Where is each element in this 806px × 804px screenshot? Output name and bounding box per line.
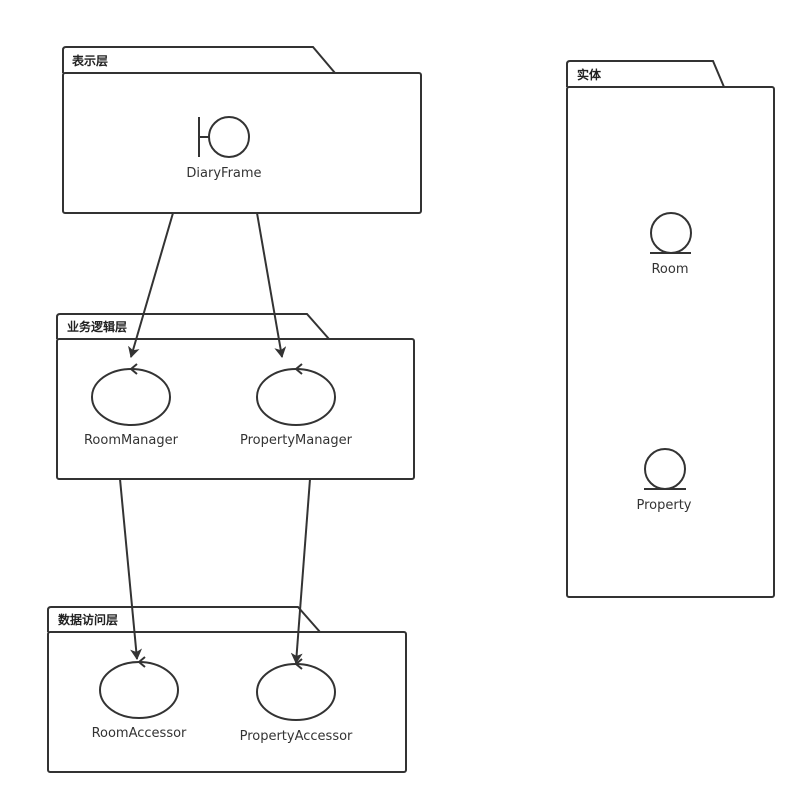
package-body bbox=[47, 631, 407, 773]
package-label: 表示层 bbox=[71, 53, 108, 68]
package-entity[interactable]: 实体 bbox=[566, 60, 775, 598]
arrow-diaryframe-to-roommanager[interactable] bbox=[128, 212, 174, 358]
element-label: RoomAccessor bbox=[92, 726, 187, 741]
control-property-accessor[interactable]: PropertyAccessor bbox=[240, 658, 353, 744]
package-tab bbox=[56, 313, 330, 340]
entity-property[interactable]: Property bbox=[636, 448, 692, 513]
element-label: Room bbox=[651, 262, 688, 277]
entity-room[interactable]: Room bbox=[650, 212, 692, 277]
arrow-roommanager-to-roomaccessor[interactable] bbox=[119, 478, 143, 660]
package-label: 实体 bbox=[577, 67, 602, 82]
element-label: DiaryFrame bbox=[186, 166, 261, 181]
control-property-manager[interactable]: PropertyManager bbox=[240, 363, 353, 448]
package-tab bbox=[566, 60, 725, 88]
control-icon bbox=[99, 656, 179, 719]
control-icon bbox=[256, 658, 336, 721]
package-label: 数据访问层 bbox=[58, 612, 118, 627]
arrow-propertymanager-to-propertyaccessor[interactable] bbox=[290, 478, 311, 664]
boundary-diary-frame[interactable]: DiaryFrame bbox=[186, 116, 262, 181]
element-label: PropertyAccessor bbox=[240, 729, 353, 744]
entity-icon bbox=[644, 448, 686, 490]
element-label: RoomManager bbox=[84, 433, 179, 448]
control-icon bbox=[91, 363, 171, 426]
package-body bbox=[566, 86, 775, 598]
boundary-icon bbox=[198, 116, 250, 158]
control-room-manager[interactable]: RoomManager bbox=[84, 363, 179, 448]
package-label: 业务逻辑层 bbox=[67, 319, 127, 334]
control-icon bbox=[256, 363, 336, 426]
arrow-diaryframe-to-propertymanager[interactable] bbox=[256, 212, 287, 358]
entity-icon bbox=[650, 212, 692, 254]
package-tab bbox=[62, 46, 336, 74]
control-room-accessor[interactable]: RoomAccessor bbox=[92, 656, 187, 741]
element-label: Property bbox=[636, 498, 691, 513]
package-tab bbox=[47, 606, 321, 633]
element-label: PropertyManager bbox=[240, 433, 353, 448]
